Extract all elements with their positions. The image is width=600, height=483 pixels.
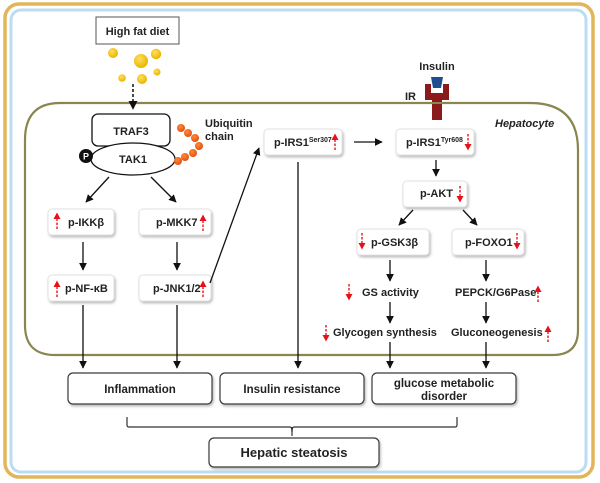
down-arrow-icon (464, 134, 472, 151)
gs-activity-label: GS activity (362, 287, 420, 299)
glucose-metabolic-label-2: disorder (421, 391, 468, 403)
up-arrow-icon (53, 280, 61, 297)
p-irs1-tyr608-label: p-IRS1Tyr608 (406, 137, 463, 149)
phospho-icon (79, 149, 93, 163)
up-arrow-icon (544, 325, 552, 342)
node-p-foxo1: p-FOXO1 (451, 228, 525, 256)
insulin-receptor-icon (425, 84, 449, 120)
node-p-ikkb: p-IKKβ (47, 208, 115, 236)
pepck-g6pase: PEPCK/G6Pase (455, 285, 542, 302)
glycogen-synthesis-label: Glycogen synthesis (333, 327, 437, 339)
p-nfkb-label: p-NF-κB (65, 283, 108, 295)
insulin-resistance-label: Insulin resistance (243, 384, 340, 396)
tak1-label: TAK1 (119, 154, 147, 166)
p-irs1-ser307-label: p-IRS1Ser307 (274, 137, 332, 149)
outcome-insulin-resistance: Insulin resistance (219, 372, 365, 405)
insulin-icon (431, 77, 443, 88)
node-p-jnk: p-JNK1/2 (138, 274, 212, 302)
insulin-label: Insulin (419, 61, 455, 73)
ubiquitin-chain-icon (174, 124, 203, 165)
pathway-arrows (79, 138, 490, 369)
node-p-irs1-ser307: p-IRS1Ser307 (263, 128, 343, 156)
down-arrow-icon (345, 284, 353, 301)
inner-frame (9, 8, 588, 474)
down-arrow-icon (513, 233, 521, 250)
traf3-label: TRAF3 (113, 126, 148, 138)
phospho-label: P (83, 152, 89, 162)
down-arrow-icon (456, 186, 464, 203)
node-p-irs1-tyr608: p-IRS1Tyr608 (395, 128, 475, 156)
high-fat-diet-box (95, 16, 180, 45)
up-arrow-icon (534, 285, 542, 302)
p-gsk3b-label: p-GSK3β (371, 237, 418, 249)
glucose-metabolic-label-1: glucose metabolic (394, 378, 495, 390)
fat-droplets-icon (108, 48, 162, 84)
up-arrow-icon (199, 280, 207, 297)
outcome-glucose-metabolic-disorder: glucose metabolic disorder (371, 372, 517, 405)
cell-label: Hepatocyte (495, 118, 554, 130)
outcome-inflammation: Inflammation (67, 372, 213, 405)
glycogen-synthesis: Glycogen synthesis (322, 325, 437, 342)
gluconeogenesis: Gluconeogenesis (451, 325, 552, 342)
up-arrow-icon (53, 212, 61, 229)
node-p-nfkb: p-NF-κB (47, 274, 115, 302)
up-arrow-icon (199, 214, 207, 231)
down-arrow-icon (358, 233, 366, 250)
final-outcome-hepatic-steatosis: Hepatic steatosis (208, 437, 380, 468)
outer-frame (3, 2, 595, 479)
pepck-g6pase-label: PEPCK/G6Pase (455, 287, 536, 299)
ubiquitin-label-2: chain (205, 131, 234, 143)
node-p-akt: p-AKT (402, 180, 468, 208)
p-akt-label: p-AKT (420, 188, 453, 200)
p-jnk-label: p-JNK1/2 (153, 283, 201, 295)
hepatic-steatosis-label: Hepatic steatosis (241, 445, 348, 460)
node-p-mkk7: p-MKK7 (138, 208, 212, 236)
p-ikkb-label: p-IKKβ (68, 217, 104, 229)
cell-membrane (23, 101, 580, 357)
ir-label: IR (405, 91, 416, 103)
gs-activity: GS activity (345, 284, 420, 301)
gluconeogenesis-label: Gluconeogenesis (451, 327, 543, 339)
inflammation-label: Inflammation (104, 384, 176, 396)
p-mkk7-label: p-MKK7 (156, 217, 198, 229)
node-p-gsk3b: p-GSK3β (356, 228, 430, 256)
p-foxo1-label: p-FOXO1 (465, 237, 513, 249)
ubiquitin-label: Ubiquitin (205, 118, 253, 130)
up-arrow-icon (331, 133, 339, 150)
down-arrow-icon (322, 325, 330, 342)
high-fat-diet-label: High fat diet (106, 26, 170, 38)
